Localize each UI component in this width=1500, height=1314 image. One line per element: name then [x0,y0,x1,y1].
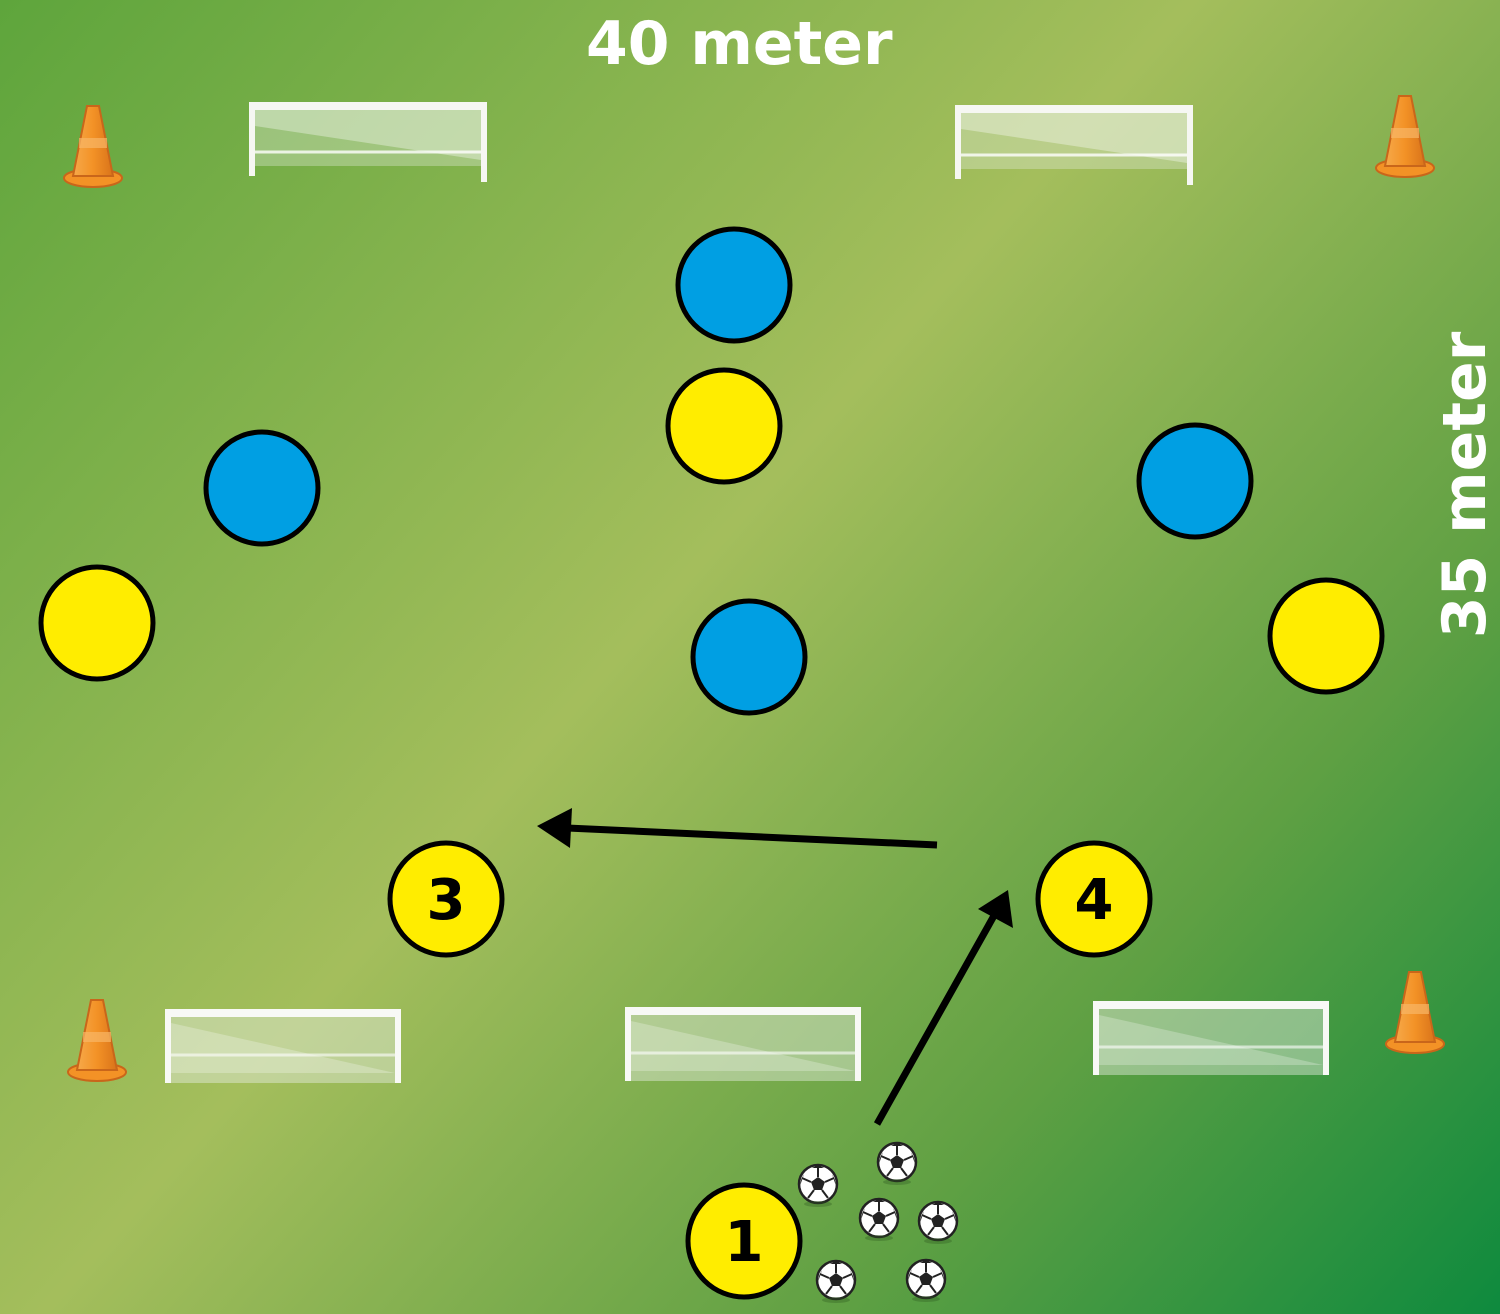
player-number: 3 [427,868,466,933]
player-1: 1 [685,1182,803,1300]
yellow-player [38,564,156,682]
goal-bottom-left [163,1007,403,1085]
yellow-player [1267,577,1385,695]
pass-arrow-4-to-3 [541,822,938,849]
pass-arrow-1-to-4 [873,903,1004,1126]
goal-bottom-center [623,1005,863,1083]
blue-player [1136,422,1254,540]
player-number: 4 [1075,868,1114,933]
player-4: 4 [1035,840,1153,958]
arrowhead-icon [978,890,1013,928]
arrowhead-icon [537,808,572,848]
width-dimension-label: 40 meter [586,9,893,79]
yellow-player [665,367,783,485]
height-dimension-label: 35 meter [1430,331,1500,639]
player-3: 3 [387,840,505,958]
goal-bottom-right [1091,999,1331,1077]
blue-player [203,429,321,547]
blue-player [675,226,793,344]
player-number: 1 [725,1210,764,1275]
blue-player [690,598,808,716]
